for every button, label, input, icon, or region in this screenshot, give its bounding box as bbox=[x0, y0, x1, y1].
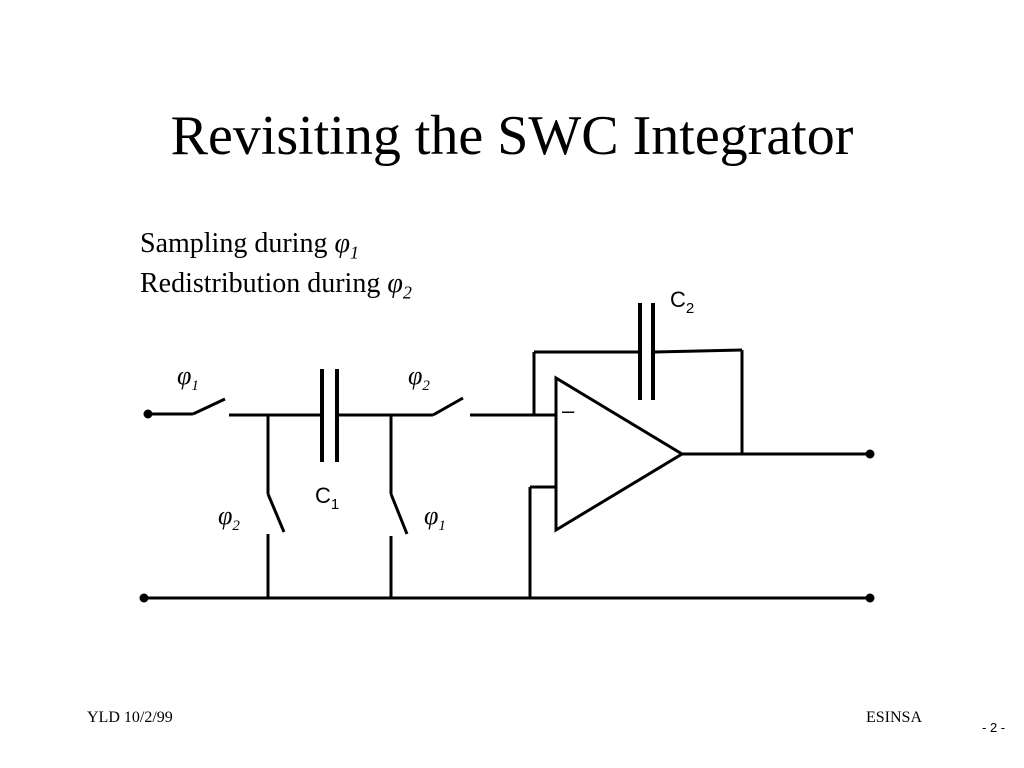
footer-author-date: YLD 10/2/99 bbox=[87, 709, 173, 726]
label-phi1-input-switch: φ1 bbox=[177, 361, 199, 394]
description-line-sampling: Sampling during φ1 bbox=[140, 226, 359, 271]
output-terminal bbox=[865, 449, 875, 459]
phase-index: 2 bbox=[402, 282, 412, 303]
switch-phi2-shunt bbox=[266, 493, 286, 533]
phase-symbol: φ1 bbox=[334, 228, 359, 263]
ground-terminal-right bbox=[865, 593, 875, 603]
footer-institution: ESINSA bbox=[866, 709, 923, 726]
switch-phi2-series bbox=[432, 396, 464, 417]
label-phi2-series-switch: φ2 bbox=[408, 361, 430, 394]
description-text: Redistribution during bbox=[140, 268, 388, 299]
label-capacitor-c2: C2 bbox=[670, 287, 694, 317]
description-line-redistribution: Redistribution during φ2 bbox=[140, 266, 412, 311]
label-phi2-shunt-switch: φ2 bbox=[218, 501, 240, 534]
page-number: - 2 - bbox=[982, 720, 1006, 735]
label-capacitor-c1: C1 bbox=[315, 483, 339, 513]
phase-index: 1 bbox=[349, 242, 359, 263]
phase-glyph: φ bbox=[334, 228, 350, 259]
slide-title: Revisiting the SWC Integrator bbox=[170, 105, 854, 167]
feedback-wire-top-right bbox=[654, 348, 743, 354]
description-text: Sampling during bbox=[140, 228, 335, 259]
switch-phi1-shunt bbox=[389, 493, 409, 535]
label-phi1-shunt-switch: φ1 bbox=[424, 501, 446, 534]
opamp-triangle bbox=[554, 375, 685, 533]
phase-glyph: φ bbox=[387, 268, 403, 299]
opamp-inverting-sign: – bbox=[562, 398, 575, 423]
switch-phi1-input bbox=[192, 397, 226, 416]
phase-symbol: φ2 bbox=[387, 268, 412, 303]
